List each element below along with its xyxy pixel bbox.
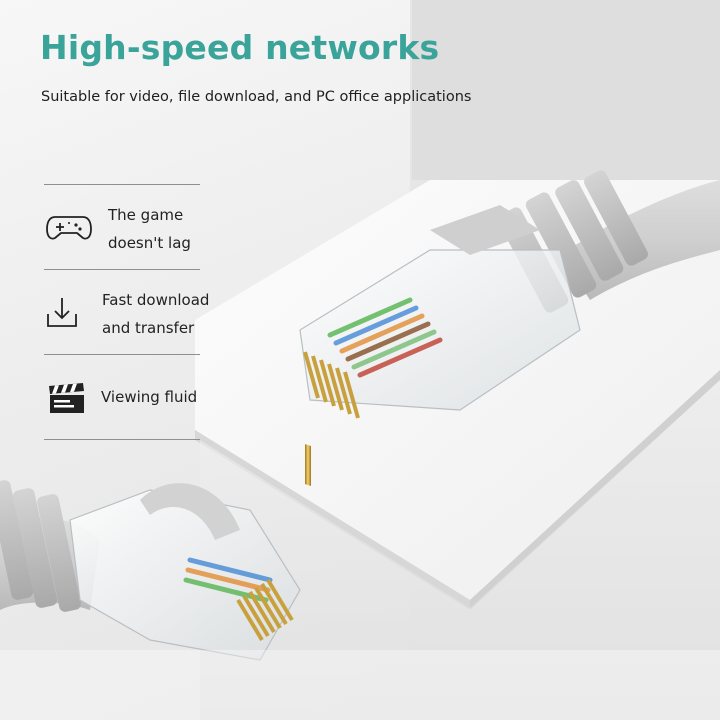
gamepad-icon [46,216,92,240]
feature-label-line: Fast download [102,291,210,309]
headline: High-speed networks [40,28,440,67]
feature-label-line: and transfer [102,319,195,337]
feature-item-game: The game doesn't lag [44,184,200,269]
feature-item-viewing: Viewing fluid [44,354,200,440]
clapperboard-icon [49,383,84,413]
feature-label-line: The game [108,206,184,224]
download-icon [47,298,77,327]
feature-label: Viewing fluid [101,383,197,411]
feature-label: Fast download and transfer [102,286,209,342]
feature-item-download: Fast download and transfer [44,269,209,354]
feature-label-line: doesn't lag [108,234,191,252]
feature-label-line: Viewing fluid [101,388,198,406]
feature-label: The game doesn't lag [108,201,191,257]
feature-list: The game doesn't lag Fast download and t… [44,184,209,440]
subline: Suitable for video, file download, and P… [41,89,472,105]
